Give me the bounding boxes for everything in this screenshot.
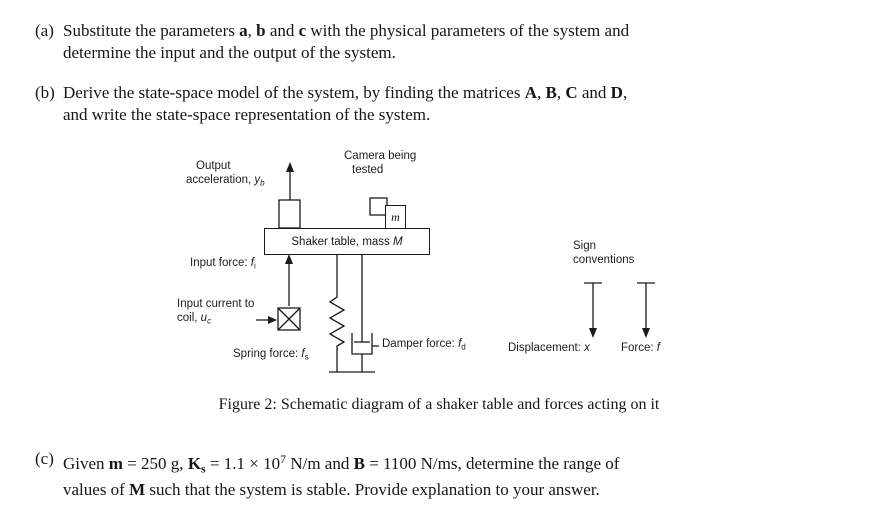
- output-acceleration-label: Output acceleration, yb: [186, 159, 265, 190]
- force-label: Force: f: [621, 342, 660, 354]
- coil-box-diagonal-2: [277, 307, 301, 331]
- problem-c-text: Given m = 250 g, Ks = 1.1 × 107 N/m and …: [63, 452, 620, 500]
- table-block-box: [278, 199, 301, 229]
- problem-a-label: (a): [35, 21, 54, 40]
- input-current-label-line1: Input current to: [177, 298, 255, 310]
- camera-mass-box: m: [385, 205, 406, 230]
- problem-c-label: (c): [35, 449, 54, 468]
- input-current-label: Input current to coil, uc: [177, 297, 254, 328]
- output-acceleration-arrowhead: [286, 162, 294, 172]
- spring-force-label: Spring force: fs: [233, 348, 309, 362]
- output-acceleration-label-line2: acceleration, yb: [186, 174, 265, 188]
- input-current-arrowhead: [268, 316, 277, 324]
- problem-a: (a) Substitute the parameters a, b and c…: [35, 20, 847, 64]
- force-arrowhead: [642, 328, 650, 338]
- output-acceleration-label-line1: Output: [196, 160, 231, 172]
- input-force-arrowhead: [285, 254, 293, 264]
- spring-symbol: [328, 253, 346, 372]
- problem-c: (c) Given m = 250 g, Ks = 1.1 × 107 N/m …: [35, 448, 847, 501]
- problem-b-label: (b): [35, 83, 55, 102]
- displacement-label: Displacement: x: [508, 342, 590, 354]
- camera-label: Camera being tested: [344, 149, 416, 177]
- shaker-table-label: Shaker table, mass M: [291, 235, 403, 248]
- sign-conventions-label-line2: conventions: [573, 254, 635, 266]
- input-current-label-line2: coil, uc: [177, 312, 212, 326]
- shaker-table-box: Shaker table, mass M: [264, 228, 430, 255]
- figure-caption: Figure 2: Schematic diagram of a shaker …: [218, 396, 660, 413]
- problem-b: (b) Derive the state-space model of the …: [35, 82, 847, 126]
- sign-conventions-label: Sign conventions: [573, 239, 634, 267]
- problem-b-text: Derive the state-space model of the syst…: [63, 83, 628, 124]
- input-force-label: Input force: fi: [190, 257, 256, 271]
- coil-box: [277, 307, 301, 331]
- displacement-arrowhead: [589, 328, 597, 338]
- camera-label-line1: Camera being: [344, 150, 417, 162]
- sign-conventions-label-line1: Sign: [573, 240, 597, 252]
- camera-mass-label: m: [391, 210, 400, 224]
- camera-label-line2: tested: [352, 164, 384, 176]
- damper-force-label: Damper force: fd: [382, 338, 466, 352]
- problem-a-text: Substitute the parameters a, b and c wit…: [63, 21, 630, 62]
